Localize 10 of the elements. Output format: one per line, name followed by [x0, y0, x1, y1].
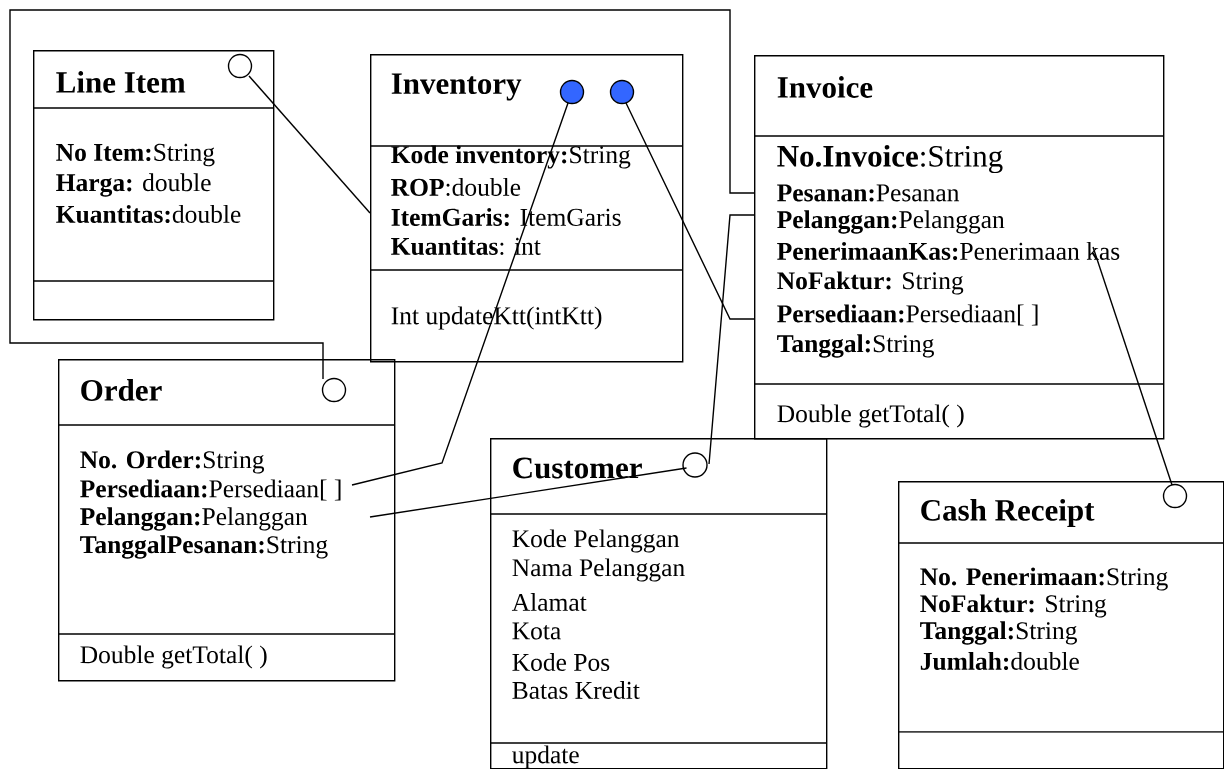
- association-line: [321, 377, 347, 403]
- class-box: Customer Kode Pelanggan Nama Pelanggan Alamat Kota Kode Pos Batas Kredit update: [489, 438, 828, 769]
- association-line: [609, 79, 635, 105]
- port-circle: [682, 452, 708, 478]
- class-box: Order No. Order:String Persediaan:Persediaan[ ] Pelanggan:Pelanggan TanggalPesanan:String Double getTotal( ): [57, 359, 396, 682]
- association-line: [1162, 483, 1188, 509]
- class-box: Line Item No Item:String Harga: double Kuantitas:double: [32, 50, 275, 321]
- association-line: [369, 467, 688, 518]
- association-line: [559, 79, 585, 105]
- association-line: [227, 53, 253, 79]
